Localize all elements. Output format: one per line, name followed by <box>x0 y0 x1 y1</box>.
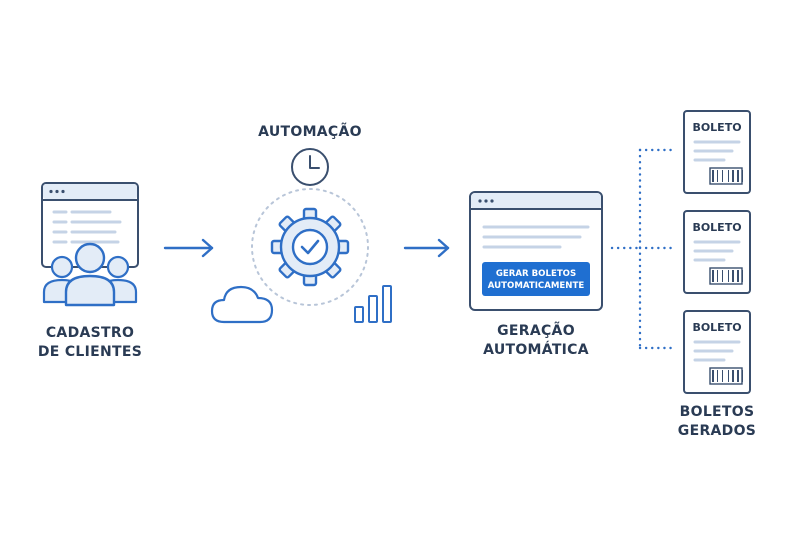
boleto-document: BOLETO <box>683 110 751 194</box>
generate-button-label-line1: GERAR BOLETOS <box>496 269 576 279</box>
boleto-document: BOLETO <box>683 210 751 294</box>
boleto-document: BOLETO <box>683 310 751 394</box>
automation-orbit <box>251 188 369 306</box>
generate-button-label-line2: AUTOMATICAMENTE <box>488 281 585 291</box>
bar-chart-icon <box>354 285 392 323</box>
cadastro-label-line2: DE CLIENTES <box>38 344 142 360</box>
dotted-connectors <box>610 148 678 350</box>
boleto-title: BOLETO <box>692 121 741 134</box>
geracao-label-line1: GERAÇÃO <box>497 322 575 339</box>
clients-window-icon <box>41 182 139 268</box>
arrow-right-icon <box>403 238 450 258</box>
barcode-icon <box>709 167 743 185</box>
cloud-icon <box>210 285 274 324</box>
boleto-title: BOLETO <box>692 321 741 334</box>
cadastro-label-line1: CADASTRO <box>46 325 134 341</box>
users-icon <box>42 242 138 307</box>
boleto-title: BOLETO <box>692 221 741 234</box>
gear-check-icon <box>270 207 350 287</box>
clock-icon <box>291 148 329 186</box>
boletos-label-line2: GERADOS <box>678 423 756 439</box>
geracao-label-line2: AUTOMÁTICA <box>483 341 589 358</box>
generate-boletos-button[interactable]: GERAR BOLETOS AUTOMATICAMENTE <box>482 262 590 296</box>
automacao-label: AUTOMAÇÃO <box>258 123 362 140</box>
barcode-icon <box>709 267 743 285</box>
arrow-right-icon <box>163 238 214 258</box>
barcode-icon <box>709 367 743 385</box>
boletos-label-line1: BOLETOS <box>680 404 755 420</box>
